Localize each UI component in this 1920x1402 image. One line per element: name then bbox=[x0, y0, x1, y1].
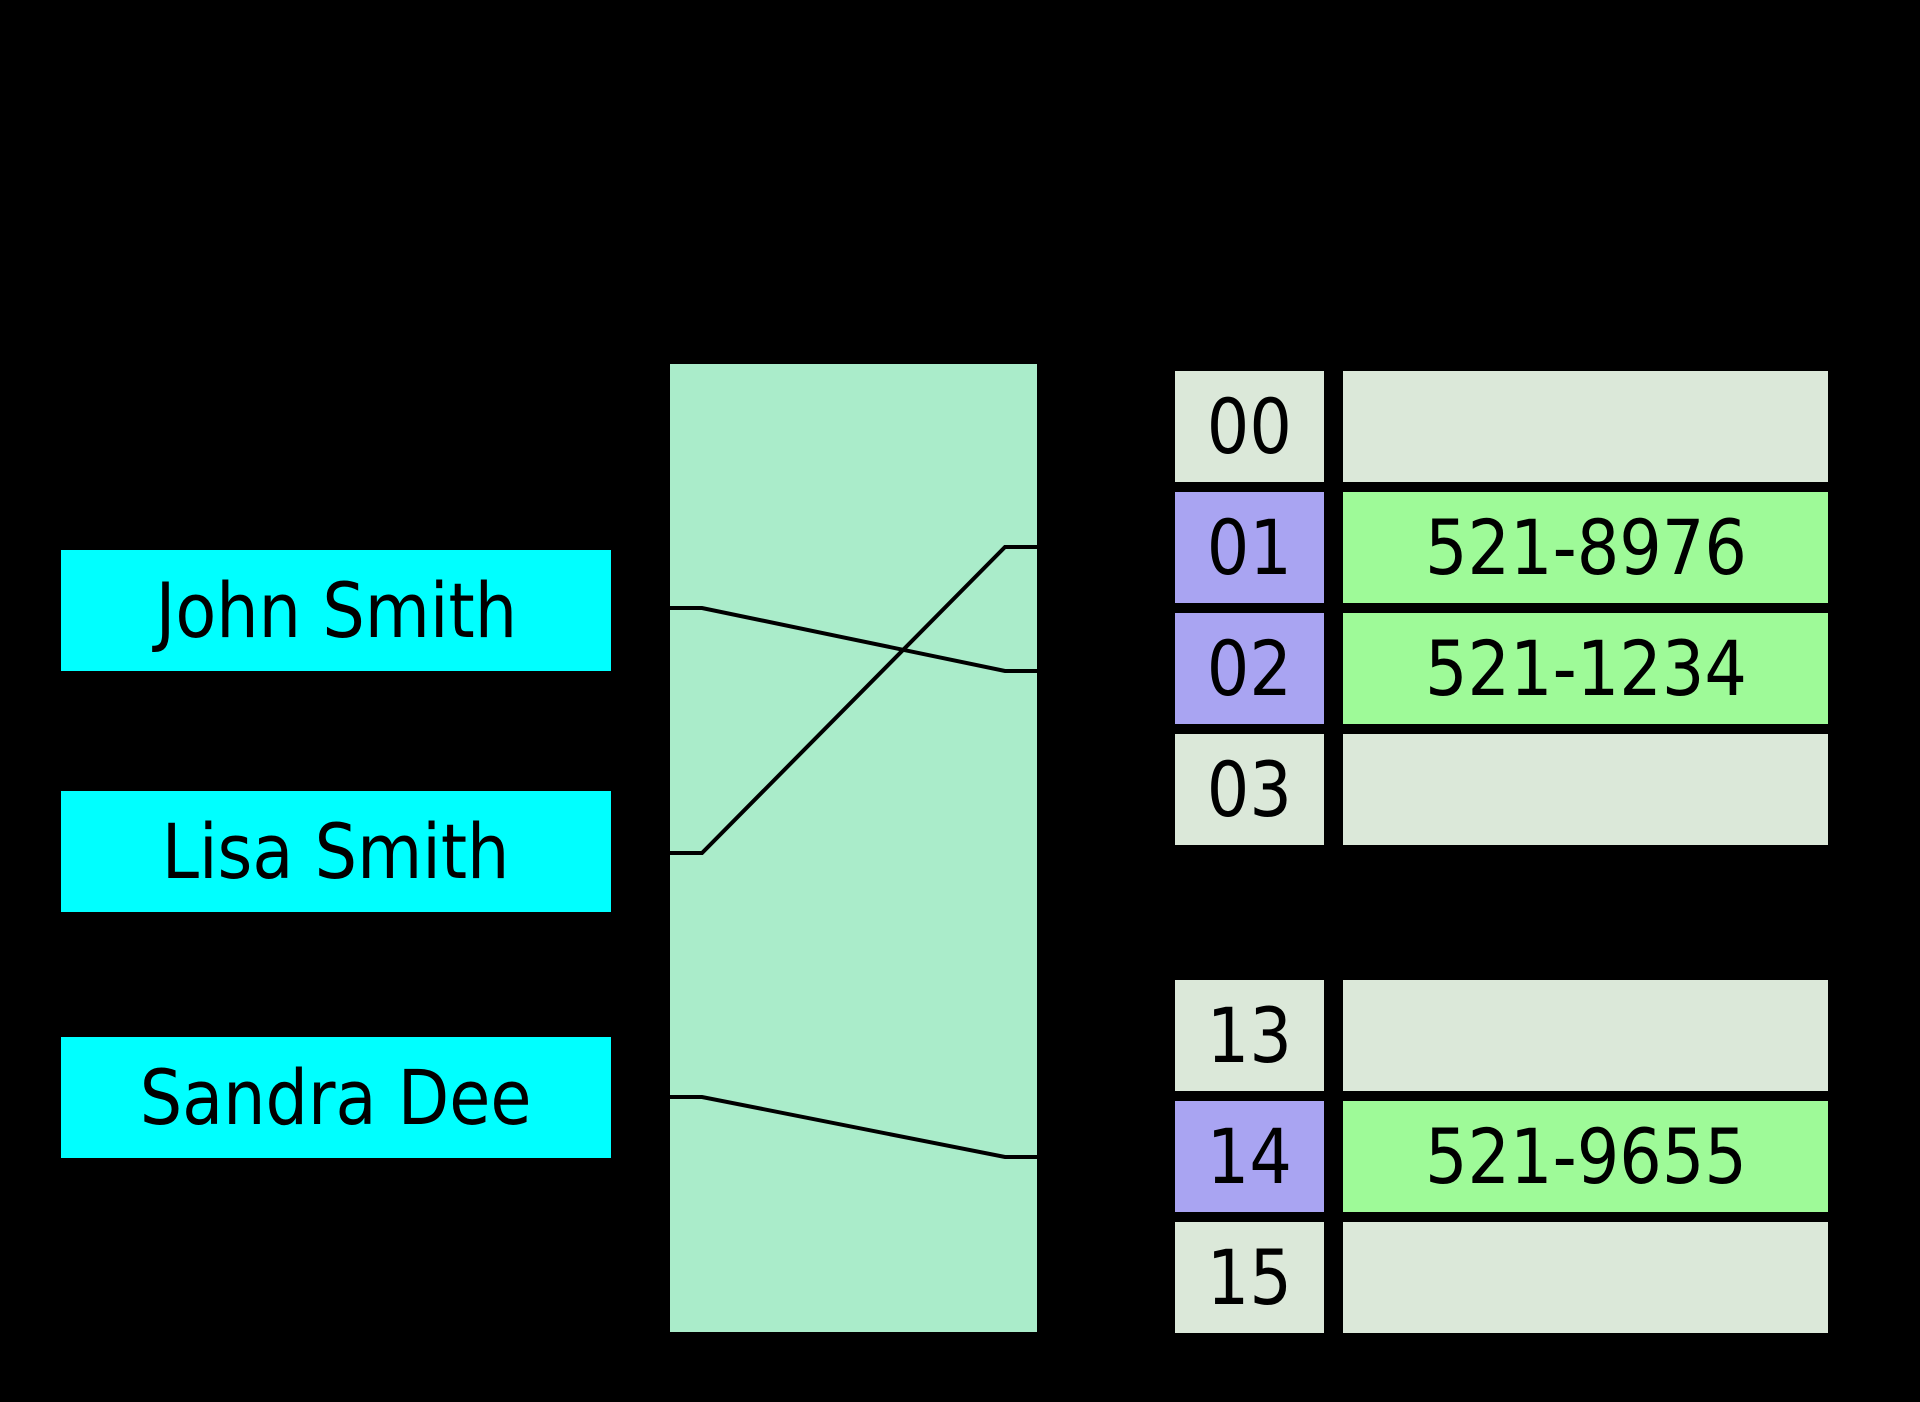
key-box-sandra-dee: Sandra Dee bbox=[61, 1037, 611, 1158]
index-cell-02: 02 bbox=[1175, 613, 1324, 724]
index-cell-13: 13 bbox=[1175, 980, 1324, 1091]
index-text-00: 00 bbox=[1206, 382, 1293, 471]
index-cell-03: 03 bbox=[1175, 734, 1324, 845]
index-text-13: 13 bbox=[1206, 991, 1293, 1080]
value-cell-00 bbox=[1340, 368, 1831, 485]
value-cell-02: 521-1234 bbox=[1340, 610, 1831, 727]
key-label-sandra-dee: Sandra Dee bbox=[140, 1053, 532, 1142]
value-text-01: 521-8976 bbox=[1424, 503, 1747, 592]
index-cell-15: 15 bbox=[1175, 1222, 1324, 1333]
index-cell-00: 00 bbox=[1175, 371, 1324, 482]
index-cell-14: 14 bbox=[1175, 1101, 1324, 1212]
index-text-03: 03 bbox=[1206, 745, 1293, 834]
index-text-02: 02 bbox=[1206, 624, 1293, 713]
value-cell-13 bbox=[1340, 977, 1831, 1094]
value-text-02: 521-1234 bbox=[1424, 624, 1747, 713]
hash-function-box bbox=[670, 364, 1037, 1332]
value-text-14: 521-9655 bbox=[1424, 1112, 1747, 1201]
value-cell-03 bbox=[1340, 731, 1831, 848]
index-text-14: 14 bbox=[1206, 1112, 1293, 1201]
value-cell-01: 521-8976 bbox=[1340, 489, 1831, 606]
index-cell-01: 01 bbox=[1175, 492, 1324, 603]
index-text-15: 15 bbox=[1206, 1233, 1293, 1322]
value-cell-14: 521-9655 bbox=[1340, 1098, 1831, 1215]
key-label-lisa-smith: Lisa Smith bbox=[162, 807, 510, 896]
key-box-lisa-smith: Lisa Smith bbox=[61, 791, 611, 912]
value-cell-15 bbox=[1340, 1219, 1831, 1336]
key-box-john-smith: John Smith bbox=[61, 550, 611, 671]
index-text-01: 01 bbox=[1206, 503, 1293, 592]
key-label-john-smith: John Smith bbox=[155, 566, 517, 655]
